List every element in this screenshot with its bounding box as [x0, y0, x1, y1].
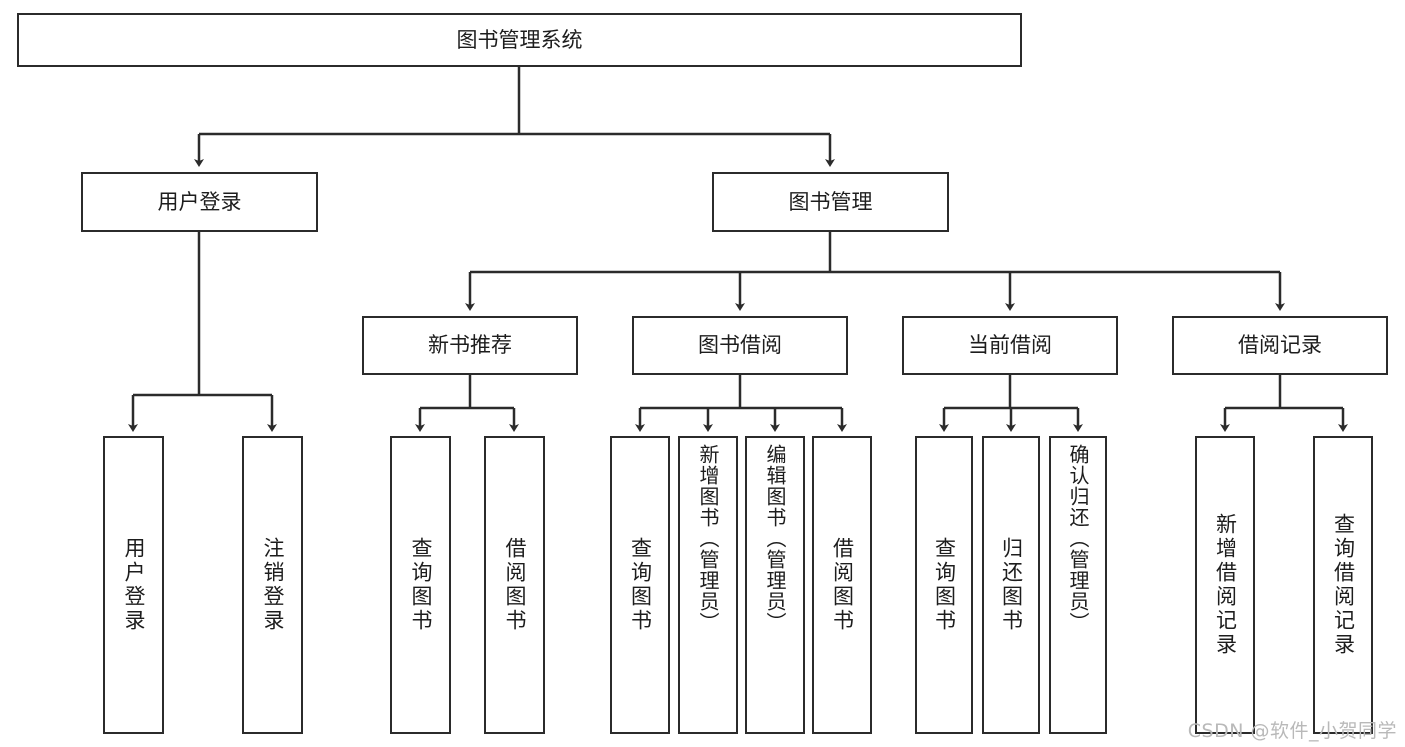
node-user-login-label: 用户登录 [157, 189, 242, 214]
node-leaf-user-logout-label: 注销登录 [261, 537, 285, 633]
node-leaf-query-book-3-label: 查询图书 [932, 537, 957, 633]
node-leaf-query-record-label: 查询借阅记录 [1331, 513, 1356, 657]
node-current-borrow-label: 当前借阅 [968, 333, 1052, 358]
watermark-text: CSDN @软件_小贺同学 [1187, 720, 1397, 742]
node-leaf-add-record-label: 新增借阅记录 [1213, 513, 1238, 657]
node-leaf-query-book-2[interactable]: 查询图书 [610, 436, 670, 734]
node-current-borrow[interactable]: 当前借阅 [902, 316, 1118, 375]
node-leaf-return-book-label: 归还图书 [999, 537, 1024, 633]
node-borrow-record[interactable]: 借阅记录 [1172, 316, 1388, 375]
node-leaf-query-book-2-label: 查询图书 [628, 537, 653, 633]
node-leaf-return-book[interactable]: 归还图书 [982, 436, 1040, 734]
node-leaf-borrow-book-2-label: 借阅图书 [830, 537, 855, 633]
node-leaf-edit-book[interactable]: 编辑图书（管理员） [745, 436, 805, 734]
node-leaf-query-book-3[interactable]: 查询图书 [915, 436, 973, 734]
node-leaf-query-book-1[interactable]: 查询图书 [390, 436, 451, 734]
node-leaf-add-record[interactable]: 新增借阅记录 [1195, 436, 1255, 734]
node-leaf-borrow-book-2[interactable]: 借阅图书 [812, 436, 872, 734]
node-book-borrow[interactable]: 图书借阅 [632, 316, 848, 375]
node-new-book-recommend-label: 新书推荐 [428, 333, 512, 358]
node-leaf-query-book-1-label: 查询图书 [409, 537, 433, 633]
node-root[interactable]: 图书管理系统 [17, 13, 1022, 67]
node-leaf-user-logout[interactable]: 注销登录 [242, 436, 303, 734]
node-book-management[interactable]: 图书管理 [712, 172, 949, 232]
node-leaf-confirm-return[interactable]: 确认归还（管理员） [1049, 436, 1107, 734]
node-leaf-borrow-book-1-label: 借阅图书 [503, 537, 527, 633]
node-root-label: 图书管理系统 [456, 27, 583, 52]
node-new-book-recommend[interactable]: 新书推荐 [362, 316, 578, 375]
node-leaf-confirm-return-label: 确认归还（管理员） [1066, 444, 1090, 633]
node-leaf-borrow-book-1[interactable]: 借阅图书 [484, 436, 545, 734]
node-leaf-add-book-label: 新增图书（管理员） [696, 444, 720, 633]
node-leaf-edit-book-label: 编辑图书（管理员） [763, 444, 787, 633]
node-book-management-label: 图书管理 [788, 189, 873, 214]
node-leaf-query-record[interactable]: 查询借阅记录 [1313, 436, 1373, 734]
node-leaf-user-login-label: 用户登录 [122, 537, 146, 633]
node-borrow-record-label: 借阅记录 [1238, 333, 1322, 358]
node-leaf-add-book[interactable]: 新增图书（管理员） [678, 436, 738, 734]
node-leaf-user-login[interactable]: 用户登录 [103, 436, 164, 734]
node-user-login[interactable]: 用户登录 [81, 172, 318, 232]
node-book-borrow-label: 图书借阅 [698, 333, 782, 358]
